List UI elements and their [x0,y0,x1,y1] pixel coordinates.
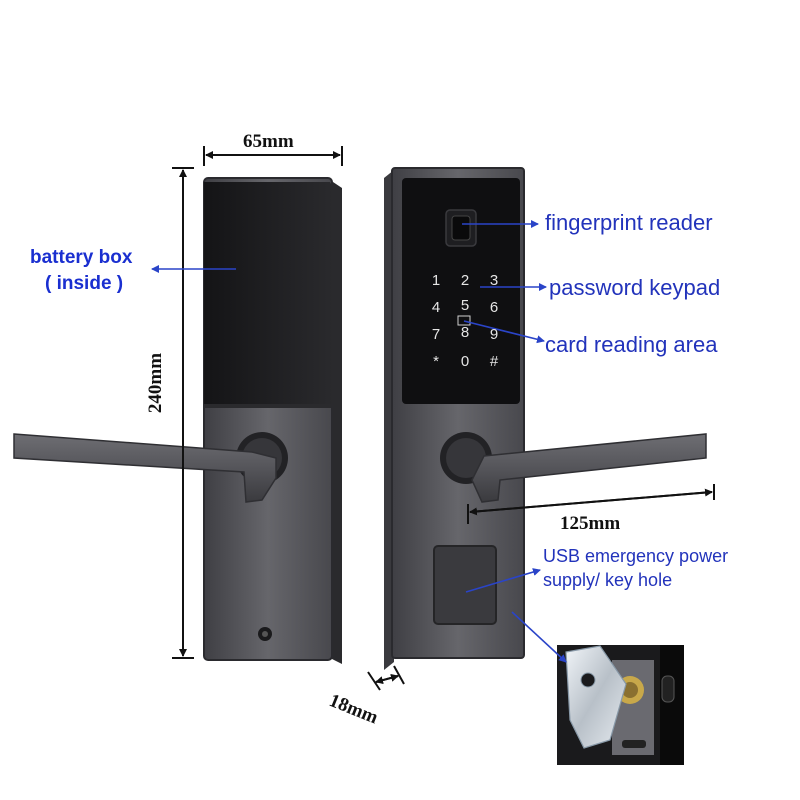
callout-arrows [151,220,567,663]
height-dimension-label: 240mm [145,352,167,414]
usb-emergency-label: USB emergency power [543,546,729,566]
width-dimension-label: 65mm [243,131,294,152]
battery-box-inside-label: ( inside ) [45,273,124,294]
dimension-lines [172,146,715,691]
key-6: 6 [489,299,499,316]
key-3: 3 [489,272,499,289]
key-8: 8 [460,324,470,341]
key-1: 1 [431,272,441,289]
fingerprint-reader-label: fingerprint reader [545,210,713,235]
back-lock-panel [13,177,342,664]
key-inset-photo [557,645,684,765]
key-5: 5 [460,297,470,314]
key-hole-label: supply/ key hole [543,570,673,590]
handle-length-label: 125mm [560,513,621,534]
key-0: 0 [460,353,470,370]
front-lock-panel [384,167,707,670]
key-4: 4 [431,299,441,316]
password-keypad-label: password keypad [549,275,721,300]
key-2: 2 [460,272,470,289]
key-7: 7 [431,326,441,343]
card-reading-area-label: card reading area [545,332,718,357]
key-9: 9 [489,326,499,343]
battery-box-label: battery box [30,247,133,268]
key-star: * [433,353,439,370]
key-hash: # [489,353,499,370]
